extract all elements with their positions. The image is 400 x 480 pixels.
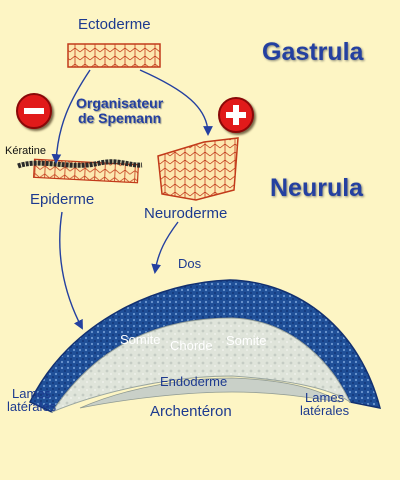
lames-left-line1: Lames: [12, 386, 52, 401]
neurula-label: Neurula: [270, 174, 364, 202]
lames-left-line2: latérales: [7, 399, 57, 414]
somite-left-label: Somite: [120, 332, 161, 347]
organisateur-line2: de Spemann: [77, 110, 162, 127]
organisateur-label: Organisateur de Spemann: [76, 95, 164, 127]
keratine-layer: [17, 159, 143, 169]
archenteron-label: Archentéron: [150, 403, 232, 420]
ectoderme-label: Ectoderme: [78, 16, 151, 33]
endoderme-band: [79, 377, 341, 409]
minus-sign-icon: [16, 93, 52, 129]
epiderme-tissue: [17, 158, 143, 184]
ectoderme-tissue: [67, 43, 161, 68]
lames-laterales-right-label: Lames latérales: [300, 391, 349, 417]
endoderme-label: Endoderme: [160, 374, 228, 389]
mesoderm-tissue: [50, 317, 352, 414]
somite-right-label: Somite: [226, 333, 267, 348]
keratine-label: Kératine: [5, 145, 46, 157]
organisateur-line1: Organisateur: [76, 95, 164, 111]
chorde-label: Chorde: [170, 338, 213, 353]
lames-right-line1: Lames: [305, 390, 345, 405]
arrow-ecto-to-epiderme: [51, 69, 91, 164]
lames-laterales-left-label: Lames latérales: [7, 387, 56, 413]
neuroderme-tissue: [157, 137, 239, 201]
arrow-epiderme-to-neurula: [59, 211, 83, 330]
epiderme-label: Epiderme: [30, 191, 95, 208]
dos-label: Dos: [178, 256, 202, 271]
arrow-ecto-to-neuroderme: [139, 69, 213, 136]
plus-sign-icon: [218, 97, 254, 133]
lames-right-line2: latérales: [300, 403, 350, 418]
neuroderme-label: Neuroderme: [144, 205, 228, 222]
arrow-neuroderme-to-neurula: [151, 221, 179, 274]
gastrula-label: Gastrula: [262, 38, 364, 66]
